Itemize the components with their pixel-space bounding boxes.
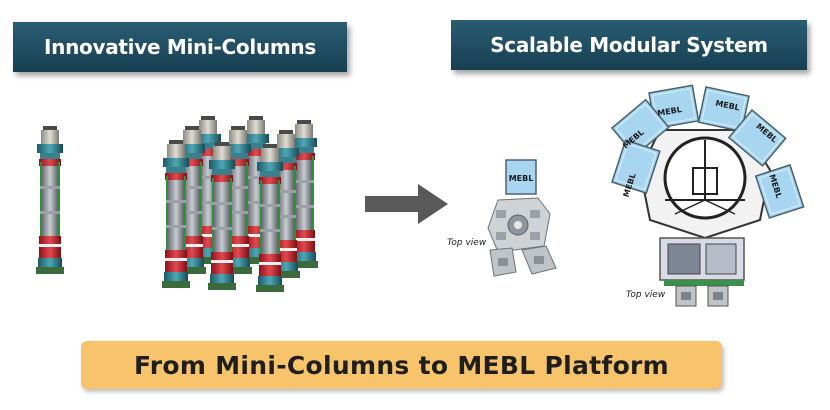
heading-scalable-modular-system: Scalable Modular System [451, 20, 807, 70]
arrow-right-icon [365, 184, 448, 224]
mebl-label-single: MEBL [509, 174, 534, 183]
mebl-label-ring-1: MEBL [657, 105, 683, 118]
top-view-label-left: Top view [447, 238, 487, 248]
single-mini-column [36, 126, 64, 274]
footer-banner: From Mini-Columns to MEBL Platform [81, 341, 722, 389]
top-view-label-right: Top view [626, 290, 666, 300]
modular-ring-system [611, 84, 805, 307]
single-module-top-view [487, 159, 557, 277]
mini-column-cluster [162, 116, 318, 292]
heading-innovative-mini-columns: Innovative Mini-Columns [13, 22, 347, 72]
